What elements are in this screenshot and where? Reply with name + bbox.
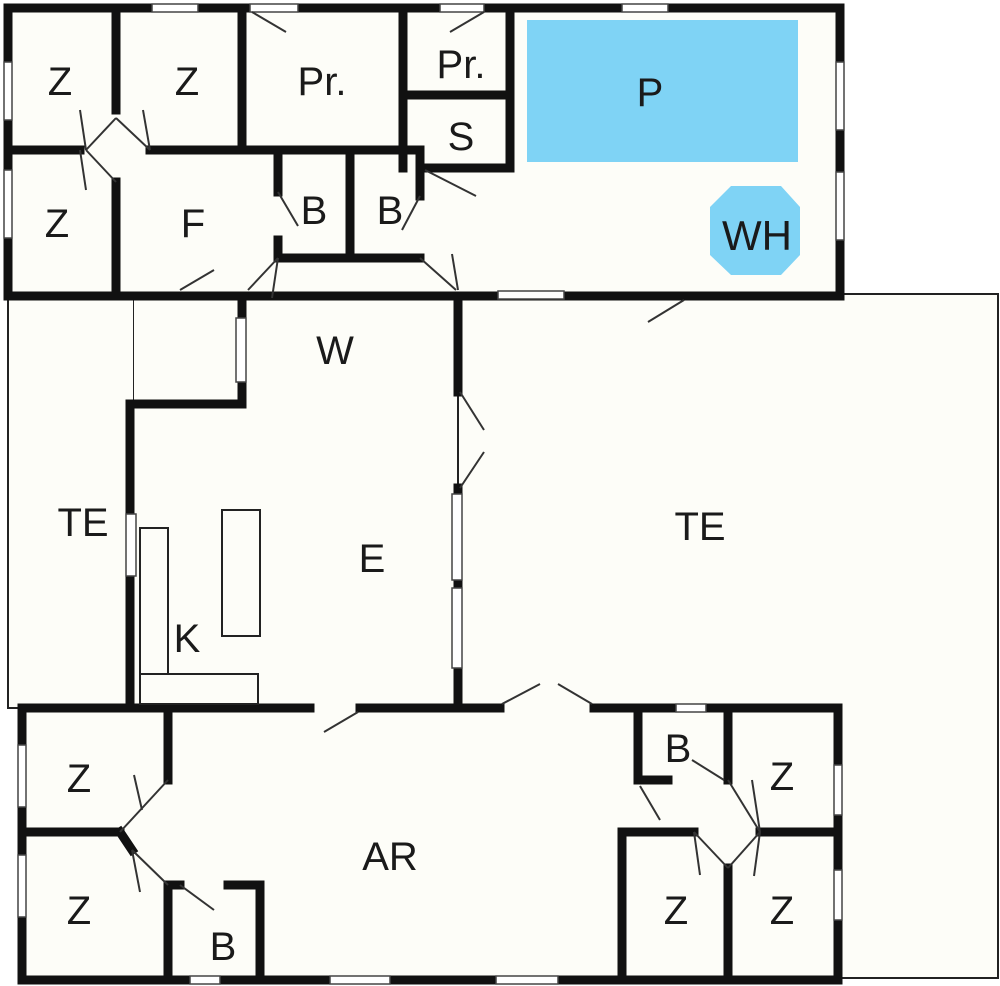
room-label-bath1: B bbox=[301, 189, 328, 233]
kitchen-island bbox=[221, 509, 261, 637]
kitchen-fixtures bbox=[139, 509, 261, 705]
room-label-utility: W bbox=[316, 329, 354, 373]
room-label-hall: F bbox=[181, 202, 205, 246]
room-label-z1: Z bbox=[48, 60, 72, 104]
room-label-kitchen: K bbox=[174, 617, 201, 661]
room-label-whirlpool: WH bbox=[722, 212, 792, 259]
kitchen-counter-bottom bbox=[139, 673, 259, 705]
room-label-z3: Z bbox=[45, 202, 69, 246]
room-label-pr2: Pr. bbox=[437, 43, 486, 87]
room-label-z4: Z bbox=[67, 757, 91, 801]
doors bbox=[79, 11, 761, 911]
whirlpool bbox=[710, 186, 800, 275]
room-label-bath2: B bbox=[377, 189, 404, 233]
floor-areas bbox=[7, 8, 999, 980]
pool bbox=[527, 20, 798, 162]
room-label-dining: E bbox=[359, 537, 386, 581]
room-label-bath3: B bbox=[210, 925, 237, 969]
windows bbox=[3, 3, 845, 985]
room-label-pool: P bbox=[637, 71, 664, 115]
room-label-z5: Z bbox=[67, 889, 91, 933]
room-labels: Z Z Pr. Pr. P S WH Z F B B W TE TE E K A… bbox=[45, 43, 794, 969]
room-label-bath4: B bbox=[665, 727, 692, 771]
room-label-sauna: S bbox=[448, 115, 475, 159]
room-label-z6: Z bbox=[770, 755, 794, 799]
room-label-z7: Z bbox=[664, 889, 688, 933]
room-label-z8: Z bbox=[770, 889, 794, 933]
room-label-terrace-right: TE bbox=[674, 505, 725, 549]
room-label-living: AR bbox=[362, 835, 418, 879]
room-label-pr1: Pr. bbox=[298, 60, 347, 104]
room-label-z2: Z bbox=[175, 60, 199, 104]
room-label-terrace-left: TE bbox=[57, 501, 108, 545]
